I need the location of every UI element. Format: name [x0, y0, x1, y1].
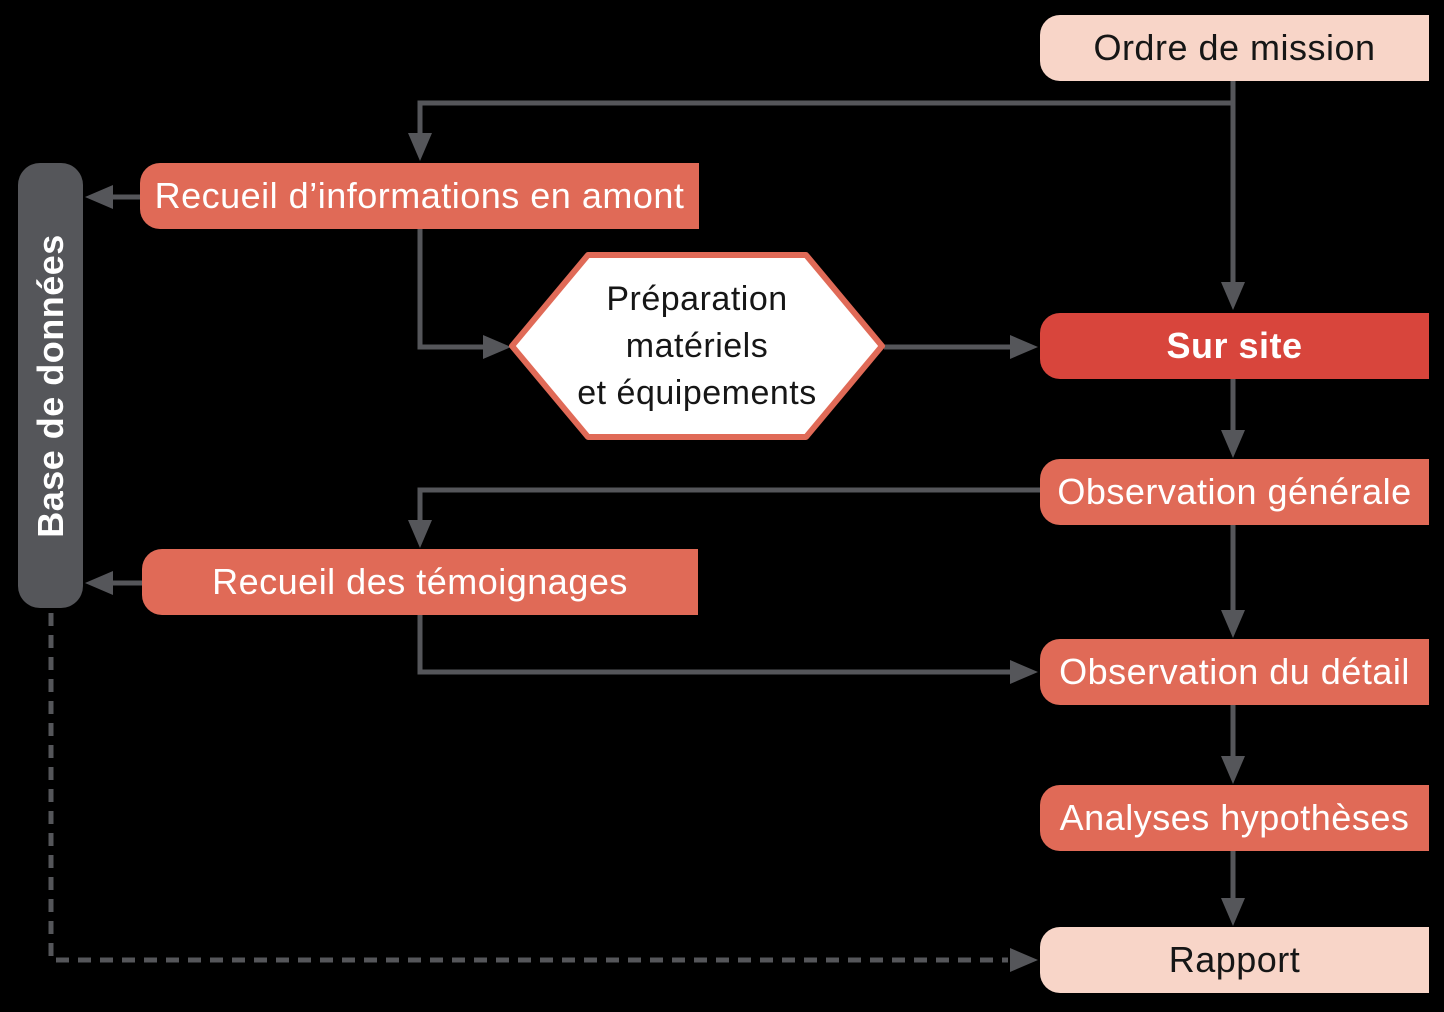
edge-observation-generale-to-observation-detail — [1221, 525, 1245, 638]
node-observation-generale-label: Observation générale — [1057, 471, 1412, 512]
edge-sursite-to-observation-generale — [1221, 379, 1245, 458]
edge-preparation-to-sursite — [884, 335, 1038, 359]
node-recueil-informations-label: Recueil d’informations en amont — [154, 175, 685, 216]
edge-recueil-informations-to-base — [85, 185, 140, 209]
node-sur-site-label: Sur site — [1166, 325, 1303, 366]
node-ordre-de-mission: Ordre de mission — [1040, 15, 1429, 81]
edge-ordre-to-sursite — [1221, 81, 1245, 310]
node-rapport: Rapport — [1040, 927, 1429, 993]
node-recueil-informations: Recueil d’informations en amont — [140, 163, 699, 229]
node-sur-site: Sur site — [1040, 313, 1429, 379]
node-observation-detail: Observation du détail — [1040, 639, 1429, 705]
node-ordre-de-mission-label: Ordre de mission — [1093, 27, 1376, 68]
edge-recueil-temoignages-to-base — [85, 571, 142, 595]
edge-analyses-to-rapport — [1221, 851, 1245, 926]
node-analyses-hypotheses-label: Analyses hypothèses — [1059, 797, 1410, 838]
hexagon-shape — [509, 252, 885, 440]
edge-base-to-rapport-dashed — [48, 613, 1038, 972]
node-recueil-temoignages: Recueil des témoignages — [142, 549, 698, 615]
node-preparation-line3: et équipements — [577, 373, 817, 412]
node-preparation: Préparation matériels et équipements — [512, 255, 882, 437]
node-rapport-label: Rapport — [1168, 939, 1301, 980]
edge-recueil-informations-to-preparation — [417, 229, 511, 359]
node-base-de-donnees-label: Base de données — [29, 233, 71, 538]
node-preparation-line2: matériels — [625, 326, 769, 365]
edge-ordre-to-recueil-informations — [408, 100, 1233, 161]
node-base-de-donnees: Base de données — [18, 163, 83, 608]
edge-recueil-temoignages-to-observation-detail — [417, 615, 1038, 684]
node-analyses-hypotheses: Analyses hypothèses — [1040, 785, 1429, 851]
node-observation-detail-label: Observation du détail — [1059, 651, 1410, 692]
edge-observation-detail-to-analyses — [1221, 705, 1245, 784]
node-observation-generale: Observation générale — [1040, 459, 1429, 525]
node-preparation-line1: Préparation — [606, 279, 788, 318]
edge-observation-generale-to-recueil-temoignages — [408, 487, 1040, 548]
node-recueil-temoignages-label: Recueil des témoignages — [212, 561, 628, 602]
